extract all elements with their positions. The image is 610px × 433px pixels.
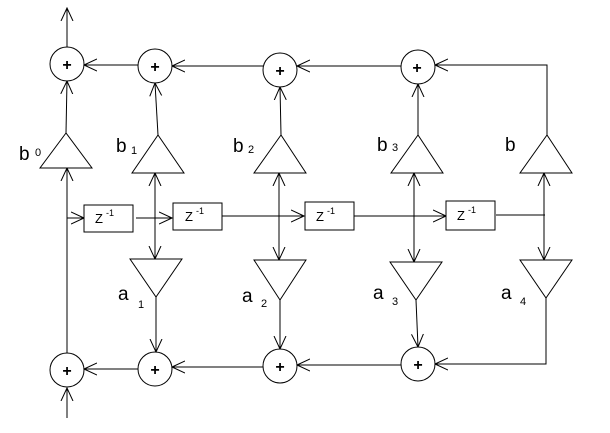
gain-a2 (253, 259, 307, 301)
label-b0: b (19, 144, 30, 165)
label-b4: b (505, 135, 516, 156)
svg-text:2: 2 (248, 144, 254, 156)
label-b1: b (116, 136, 127, 157)
svg-text:+: + (150, 59, 159, 76)
svg-text:Z: Z (185, 209, 193, 224)
svg-text:-1: -1 (468, 205, 476, 215)
svg-text:+: + (413, 357, 422, 374)
gain-b3 (390, 134, 444, 174)
delay-block-1: Z-1 (83, 204, 134, 233)
label-a2: a (242, 286, 253, 307)
gain-a3 (389, 261, 443, 301)
gain-a4 (519, 259, 573, 299)
svg-text:+: + (62, 363, 71, 380)
adder-top-3: + (400, 49, 436, 85)
svg-text:Z: Z (95, 211, 103, 226)
b-gains (39, 132, 573, 174)
svg-text:-1: -1 (327, 206, 335, 216)
svg-text:1: 1 (138, 299, 144, 311)
adder-top-2: + (262, 52, 298, 88)
label-a3: a (373, 283, 384, 304)
svg-text:+: + (150, 362, 159, 379)
bottom-adders: + + + + (49, 346, 436, 388)
svg-text:+: + (412, 60, 421, 77)
svg-text:0: 0 (35, 147, 41, 159)
adder-top-0: + (49, 46, 85, 82)
svg-text:+: + (275, 63, 284, 80)
delay-block-2: Z-1 (172, 202, 223, 231)
gain-b2 (253, 134, 307, 174)
gain-b1 (131, 134, 185, 174)
delay-block-3: Z-1 (304, 201, 355, 231)
label-a4: a (501, 283, 512, 304)
label-a1: a (118, 284, 129, 305)
svg-text:+: + (62, 57, 71, 74)
svg-text:3: 3 (392, 142, 398, 154)
adder-bottom-0: + (49, 352, 85, 388)
delay-block-4: Z-1 (445, 200, 496, 231)
svg-text:Z: Z (316, 209, 324, 224)
gain-a1 (129, 258, 183, 298)
adder-top-1: + (137, 48, 173, 84)
svg-text:4: 4 (520, 296, 526, 308)
svg-text:-1: -1 (106, 208, 114, 218)
svg-text:Z: Z (457, 208, 465, 223)
label-b3: b (377, 135, 388, 156)
svg-text:-1: -1 (196, 206, 204, 216)
svg-text:3: 3 (392, 296, 398, 308)
top-adders: + + + + (49, 46, 436, 88)
delay-blocks: Z-1 Z-1 Z-1 Z-1 (83, 200, 496, 233)
a-gains (129, 258, 573, 301)
svg-text:2: 2 (261, 298, 267, 310)
adder-bottom-2: + (262, 348, 298, 384)
svg-text:1: 1 (131, 145, 137, 157)
svg-text:+: + (275, 359, 284, 376)
gain-b0 (39, 132, 93, 169)
signal-wires (66, 8, 547, 418)
label-b2: b (233, 136, 244, 157)
adder-bottom-1: + (137, 351, 173, 387)
gain-b4 (519, 134, 573, 174)
adder-bottom-3: + (400, 346, 436, 382)
